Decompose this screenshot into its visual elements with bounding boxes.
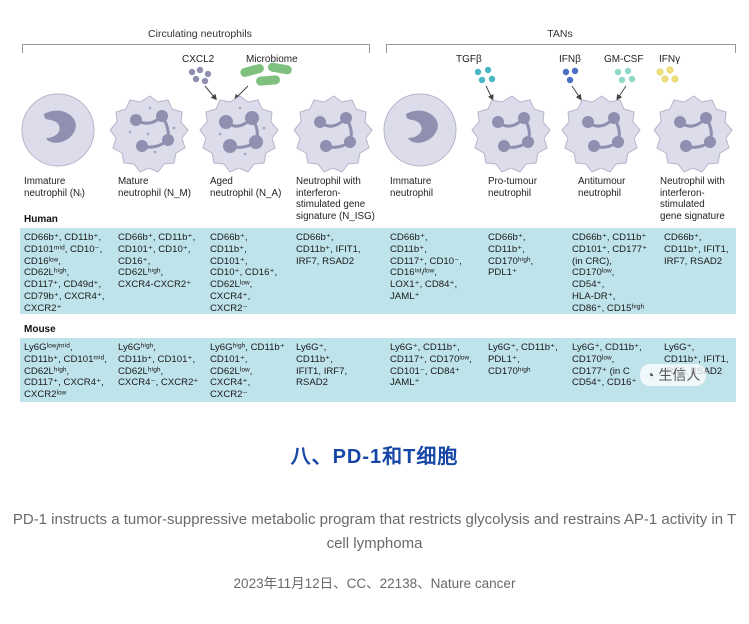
arrow-ifnb [571,85,582,101]
cell-label-5: Immature neutrophil [390,176,434,199]
cell-isg-circulating [293,95,373,173]
human-markers-3: CD66b⁺, CD11b⁺, CD101⁺, CD10⁺, CD16⁺, CD… [210,232,278,314]
ifng-dots [656,66,679,83]
human-marker-band [20,228,736,314]
section-heading: 八、PD-1和T细胞 [290,446,459,468]
mouse-markers-1: Ly6Gˡᵒʷ/ᵐⁱᵈ, CD11b⁺, CD101ᵐⁱᵈ, CD62Lʰⁱᵍʰ… [24,342,107,401]
cell-label-6: Pro-tumour neutrophil [488,176,537,199]
signal-gmcsf: GM-CSF [604,54,644,65]
cell-antitumour [561,95,641,173]
human-markers-1: CD66b⁺, CD11b⁺, CD101ᵐⁱᵈ, CD10⁻, CD16ˡᵒʷ… [24,232,105,314]
cell-mature [109,95,189,173]
arrow-microbiome [233,85,249,101]
signal-ifng: IFNγ [659,54,681,65]
signal-microbiome: Microbiome [246,54,298,65]
microbiome-icon [240,62,292,86]
human-markers-7: CD66b⁺, CD11b⁺ CD101⁺, CD177⁺ (in CRC), … [572,232,648,314]
cell-label-1: Immature neutrophil (Nᵢ) [24,176,85,199]
arrow-cxcl2 [204,85,217,101]
neutrophil-figure: Circulating neutrophils TANs CXCL2 Micro… [20,28,736,402]
human-markers-5: CD66b⁺, CD11b⁺, CD117⁺, CD10⁻, CD16ⁱⁿᵗ/ˡ… [390,232,462,302]
group-title-circulating: Circulating neutrophils [148,28,252,40]
gmcsf-dots [614,67,636,84]
cell-pro-tumour [471,95,551,173]
ifnb-dots [562,67,579,84]
cell-label-8: Neutrophil with interferon- stimulated g… [660,176,725,222]
arrow-tgfb [485,85,494,101]
human-markers-4: CD66b⁺, CD11b⁺, IFIT1, IRF7, RSAD2 [296,232,361,267]
mouse-markers-2: Ly6Gʰⁱᵍʰ, CD11b⁺, CD101⁺, CD62Lʰⁱᵍʰ, CXC… [118,342,199,389]
human-section-title: Human [24,214,58,225]
paper-meta: 2023年11月12日、CC、22138、Nature cancer [233,576,516,591]
cell-immature-tan [383,93,457,167]
mouse-marker-band [20,338,736,402]
cell-label-3: Aged neutrophil (N_A) [210,176,282,199]
arrow-gmcsf [616,85,627,101]
mouse-markers-3: Ly6Gʰⁱᵍʰ, CD11b⁺ CD101⁺, CD62Lˡᵒʷ, CXCR4… [210,342,285,401]
signal-cxcl2: CXCL2 [182,54,215,65]
cells-svg [21,62,733,173]
tgfb-dots [474,66,496,84]
watermark-text: 生信人 [658,367,701,383]
mouse-markers-6: Ly6G⁺, CD11b⁺, PDL1⁺, CD170ʰⁱᵍʰ [488,342,558,377]
bracket-tans [386,44,736,53]
mouse-section-title: Mouse [24,324,56,335]
cxcl2-dots [188,66,212,85]
mouse-markers-7: Ly6G⁺, CD11b⁺, CD170ˡᵒʷ, CD177⁺ (in C CD… [572,342,642,389]
cell-aged [199,95,279,173]
human-markers-2: CD66b⁺, CD11b⁺, CD101⁺, CD10⁺, CD16⁺, CD… [118,232,196,291]
cell-immature-circulating [21,93,95,167]
paper-title: PD-1 instructs a tumor-suppressive metab… [12,511,737,552]
watermark-logo: ◔ 生信人 [640,364,707,386]
mouse-markers-5: Ly6G⁺, CD11b⁺, CD117⁺, CD170ˡᵒʷ, CD101⁻,… [390,342,472,389]
human-markers-6: CD66b⁺, CD11b⁺, CD170ʰⁱᵍʰ, PDL1⁺ [488,232,534,279]
cell-isg-tan [653,95,733,173]
cell-label-2: Mature neutrophil (N_M) [118,176,191,199]
mouse-markers-4: Ly6G⁺, CD11b⁺, IFIT1, IRF7, RSAD2 [296,342,348,389]
group-title-tans: TANs [547,28,573,40]
human-markers-8: CD66b⁺, CD11b⁺, IFIT1, IRF7, RSAD2 [664,232,729,267]
cell-label-7: Antitumour neutrophil [578,176,626,199]
watermark-icon: ◔ [646,367,655,383]
bracket-circulating [22,44,370,53]
cell-label-4: Neutrophil with interferon- stimulated g… [296,176,375,222]
signal-tgfb: TGFβ [456,54,482,65]
signal-ifnb: IFNβ [559,54,581,65]
